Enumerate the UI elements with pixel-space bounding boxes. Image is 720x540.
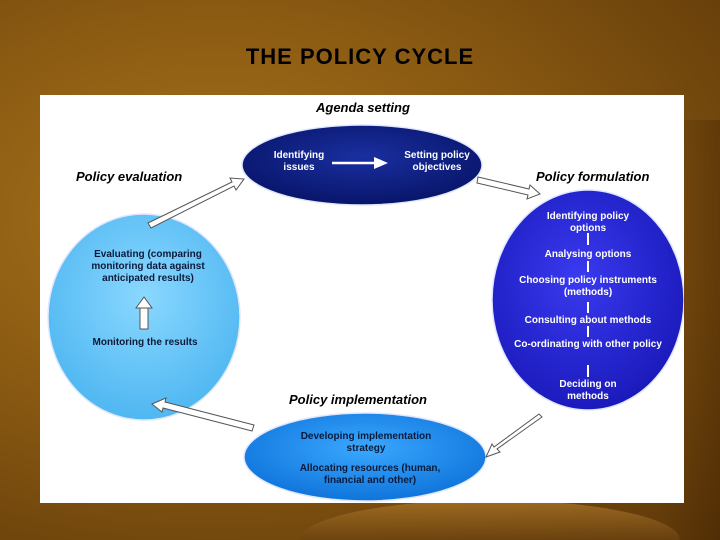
implementation-label: Policy implementation [289, 392, 427, 407]
formulation-item: Analysing options [544, 249, 632, 260]
evaluation-item: Monitoring the results [92, 337, 198, 348]
agenda-ellipse [241, 124, 483, 206]
diagram-canvas [47, 124, 684, 502]
formulation-item: Deciding on methods [559, 379, 617, 402]
formulation-label: Policy formulation [536, 169, 650, 184]
evaluation-label: Policy evaluation [76, 169, 183, 184]
implementation-item: Developing implementation strategy [300, 431, 432, 454]
formulation-item: Consulting about methods [524, 315, 652, 326]
slide-title: THE POLICY CYCLE [245, 44, 475, 69]
evaluation-up-arrow [135, 296, 153, 330]
arrow-evaluation-to-agenda [147, 177, 245, 229]
background-stand [300, 500, 680, 540]
implementation-item: Allocating resources (human, financial a… [299, 463, 441, 486]
arrow-implementation-to-evaluation [151, 397, 255, 432]
diagram-panel: Agenda setting Policy evaluation Policy … [40, 95, 684, 503]
agenda-label: Agenda setting [316, 100, 410, 115]
arrow-formulation-to-implementation [485, 413, 543, 458]
formulation-item: Identifying policy options [546, 211, 630, 234]
implementation-ellipse [243, 412, 487, 502]
agenda-item: Identifying issues [273, 150, 325, 173]
formulation-item: Co-ordinating with other policy [514, 339, 662, 350]
evaluation-item: Evaluating (comparing monitoring data ag… [91, 249, 205, 284]
agenda-item: Setting policy objectives [404, 150, 470, 173]
formulation-item: Choosing policy instruments (methods) [519, 275, 657, 298]
arrow-agenda-to-formulation [476, 176, 541, 200]
agenda-arrow [332, 157, 388, 169]
formulation-ellipse [491, 189, 684, 411]
